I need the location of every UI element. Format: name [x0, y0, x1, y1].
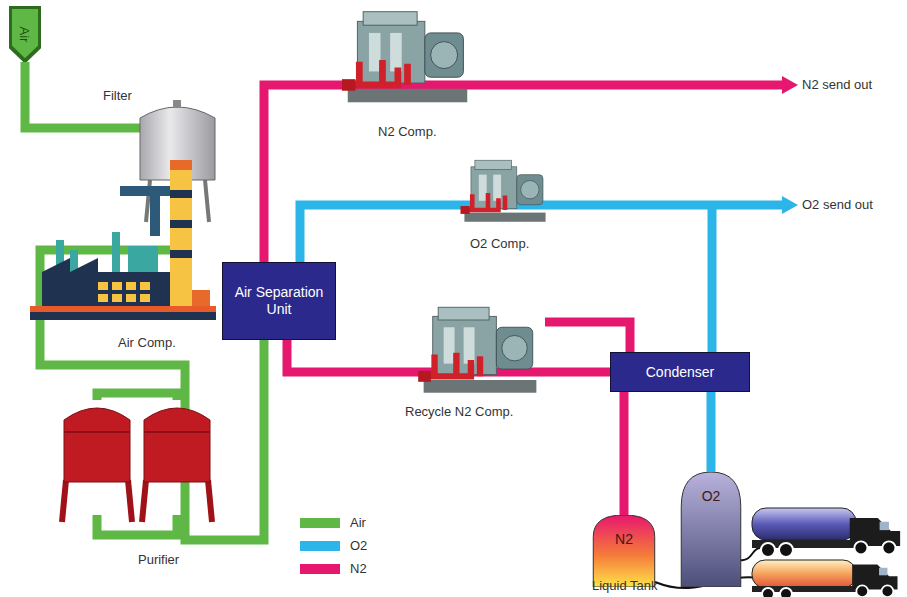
equipment-label: Purifier: [138, 552, 179, 568]
legend-text: N2: [350, 561, 367, 576]
recycle-compressor: [418, 307, 536, 392]
node-text: O2: [702, 488, 721, 504]
legend-swatch: [300, 541, 340, 551]
n2-send-line: [264, 76, 798, 262]
legend-row: Air: [300, 515, 366, 530]
process-box: Condenser: [610, 352, 750, 392]
process-pipe: [707, 392, 716, 472]
o2-compressor: [460, 160, 545, 222]
node-text: Condenser: [646, 364, 715, 381]
legend-row: O2: [300, 538, 367, 553]
inlet-tag: Air: [9, 6, 41, 62]
o2-send-line: [300, 196, 798, 352]
legend-text: O2: [350, 538, 367, 553]
legend-swatch: [300, 518, 340, 528]
process-pipe: [620, 392, 629, 515]
equipment-label: Liquid Tank: [592, 578, 658, 594]
air-compressor-plant: [30, 160, 216, 320]
node-text: Air: [17, 26, 32, 42]
tank-outline: [592, 515, 656, 587]
legend-swatch: [300, 564, 340, 574]
purifier-vessels: [62, 393, 212, 535]
equipment-label: Filter: [103, 88, 132, 104]
n2-compressor: [342, 12, 467, 103]
equipment-label: N2 Comp.: [378, 124, 437, 140]
legend-row: N2: [300, 561, 367, 576]
equipment-label: Recycle N2 Comp.: [405, 404, 513, 420]
storage-tank: N2: [592, 515, 656, 587]
nitrogen-truck: [752, 560, 898, 597]
equipment-label: O2 send out: [802, 197, 873, 213]
node-text: N2: [615, 531, 633, 547]
oxygen-truck: [752, 508, 900, 557]
equipment-label: O2 Comp.: [470, 236, 529, 252]
recycle-return-line: [545, 322, 630, 352]
process-box: Air Separation Unit: [222, 262, 336, 340]
legend-text: Air: [350, 515, 366, 530]
equipment-label: Air Comp.: [118, 335, 176, 351]
node-text: Air Separation Unit: [231, 284, 327, 318]
storage-tank: O2: [680, 472, 742, 587]
equipment-label: N2 send out: [802, 77, 872, 93]
